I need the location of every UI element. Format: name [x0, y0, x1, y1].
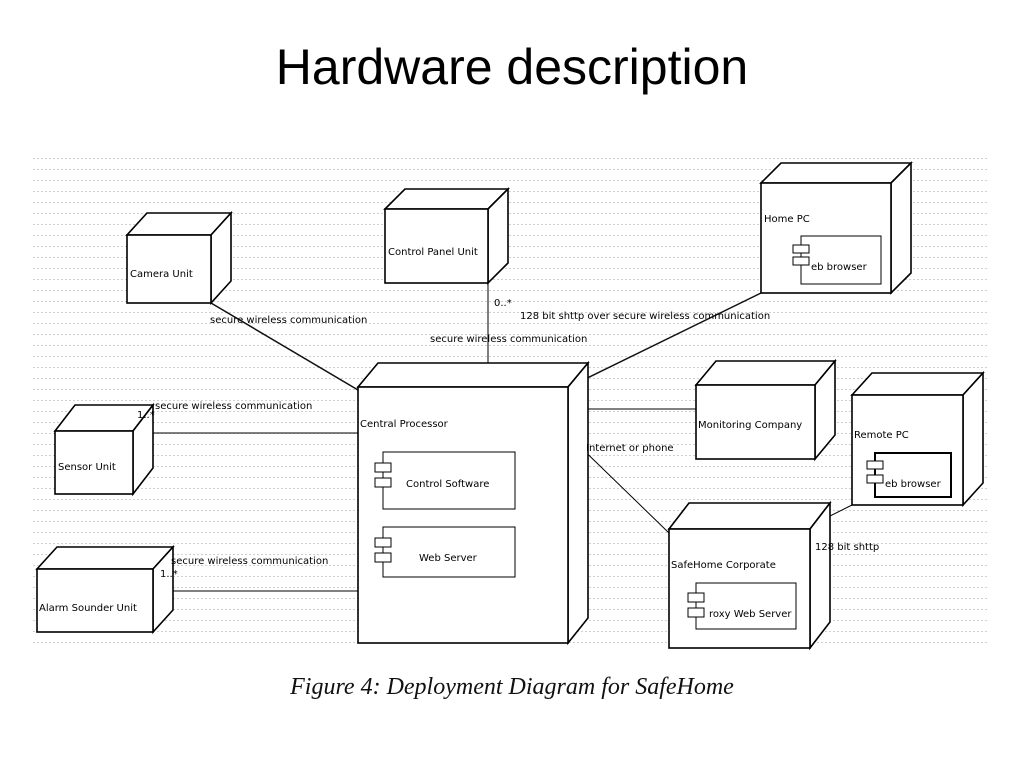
remote-web-browser-label: eb browser: [885, 479, 942, 490]
home-pc-label: Home PC: [764, 214, 810, 225]
web-server-label: Web Server: [419, 553, 478, 564]
control-software-label: Control Software: [406, 479, 489, 490]
node-control-panel-unit: Control Panel Unit: [383, 187, 510, 285]
label-control-panel-link: secure wireless communication: [430, 334, 587, 345]
node-alarm-sounder-unit: Alarm Sounder Unit: [35, 544, 175, 635]
node-monitoring-company: Monitoring Company: [694, 358, 837, 462]
remote-pc-label: Remote PC: [854, 430, 909, 441]
label-camera-link: secure wireless communication: [210, 315, 367, 326]
safehome-corporate-label: SafeHome Corporate: [671, 560, 776, 571]
alarm-sounder-unit-label: Alarm Sounder Unit: [39, 603, 137, 614]
link-homepc-central: [570, 292, 762, 387]
component-home-web-browser: eb browser: [792, 235, 882, 285]
label-alarm-link: secure wireless communication: [171, 556, 328, 567]
multiplicity-sensor: 1..*: [137, 410, 155, 421]
component-web-server: Web Server: [374, 526, 516, 578]
label-home-pc-link: 128 bit shttp over secure wireless commu…: [520, 311, 770, 322]
connections: [153, 283, 853, 592]
figure-caption: Figure 4: Deployment Diagram for SafeHom…: [290, 674, 734, 700]
link-camera-central: [210, 302, 359, 391]
node-central-processor: Central Processor Control Software Web S…: [356, 360, 590, 646]
home-web-browser-label: eb browser: [811, 262, 868, 273]
node-home-pc: Home PC eb browser: [759, 161, 913, 295]
sensor-unit-label: Sensor Unit: [58, 462, 116, 473]
component-remote-web-browser: eb browser: [866, 452, 952, 498]
node-sensor-unit: Sensor Unit: [53, 402, 155, 497]
central-processor-label: Central Processor: [360, 419, 449, 430]
node-camera-unit: Camera Unit: [125, 210, 233, 306]
proxy-web-server-label: roxy Web Server: [709, 609, 792, 620]
multiplicity-alarm: 1..*: [160, 569, 178, 580]
slide-title: Hardware description: [275, 39, 749, 95]
label-remote-pc-link: 128 bit shttp: [815, 542, 879, 553]
monitoring-company-label: Monitoring Company: [698, 420, 802, 431]
multiplicity-control-panel: 0..*: [494, 298, 512, 309]
node-safehome-corporate: SafeHome Corporate roxy Web Server: [667, 500, 832, 651]
component-proxy-web-server: roxy Web Server: [687, 582, 797, 630]
camera-unit-label: Camera Unit: [130, 269, 193, 280]
label-sensor-link: secure wireless communication: [155, 401, 312, 412]
component-control-software: Control Software: [374, 451, 516, 510]
label-monitoring-link: Internet or phone: [586, 443, 674, 454]
deployment-diagram: Camera Unit Control Panel Unit Home PC e…: [33, 153, 989, 653]
node-remote-pc: Remote PC eb browser: [850, 370, 985, 508]
control-panel-unit-label: Control Panel Unit: [388, 247, 478, 258]
